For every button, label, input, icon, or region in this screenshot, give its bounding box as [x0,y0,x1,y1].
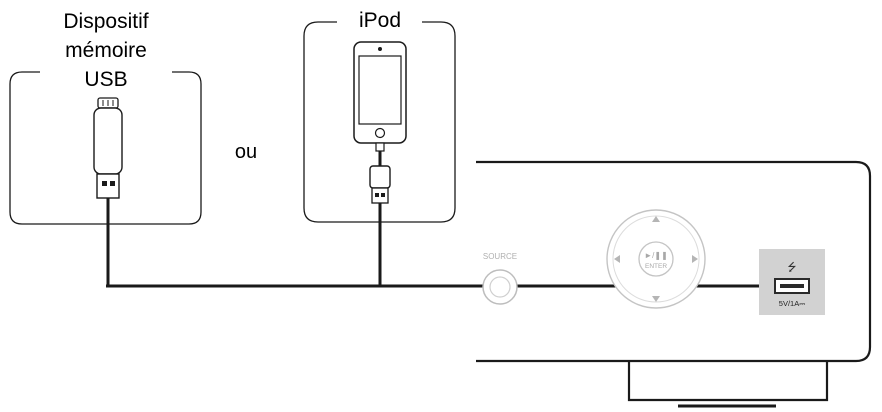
usb-port-slot [780,284,804,288]
usb-device-label-line2: mémoire [65,39,147,62]
receiver-unit: SOURCE ►/❚❚ ENTER ⭍ 5V/1A⎓ [476,160,872,408]
nav-down-arrow-icon[interactable] [652,296,660,302]
usb-port-panel: ⭍ 5V/1A⎓ [759,249,825,315]
nav-right-arrow-icon[interactable] [692,255,698,263]
source-knob[interactable]: SOURCE [482,252,518,305]
ipod-panel: iPod [303,9,456,286]
usb-device-label-line1: Dispositif [63,10,148,33]
usb-stick-icon [93,97,123,286]
source-knob-outer [482,269,518,305]
play-pause-icon: ►/❚❚ [644,251,668,260]
source-knob-inner [489,276,511,298]
usb-device-frame [9,71,202,225]
source-label: SOURCE [483,252,517,261]
ipod-label: iPod [359,9,401,32]
enter-button[interactable] [638,241,674,277]
or-separator: ou [235,141,257,163]
usb-device-panel: Dispositif mémoire USB [9,10,202,286]
usb-symbol-icon: ⭍ [787,261,796,274]
nav-left-arrow-icon[interactable] [614,255,620,263]
receiver-body [476,160,872,363]
enter-label: ENTER [645,263,667,270]
lightning-cable-icon [369,142,391,286]
usb-device-label-line3: USB [84,68,127,91]
nav-up-arrow-icon[interactable] [652,216,660,222]
usb-port-rating: 5V/1A⎓ [779,299,806,308]
navigation-control[interactable]: ►/❚❚ ENTER [606,209,706,309]
receiver-stand [627,361,829,402]
ipod-icon [353,41,407,144]
